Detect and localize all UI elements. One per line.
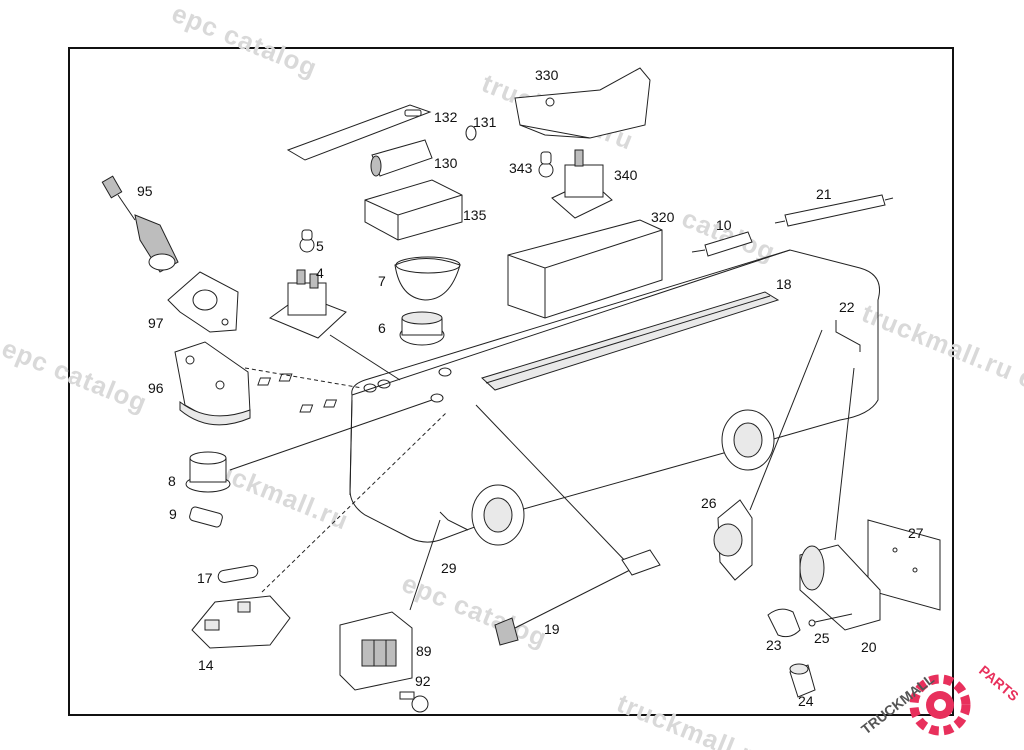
part-89-relay (339, 611, 413, 691)
diagram-frame (68, 47, 954, 716)
logo-text-left: TRUCKMALL (858, 670, 937, 737)
part-22-clip (835, 320, 861, 352)
part-132-strip (286, 104, 432, 161)
part-330-bracket (514, 67, 651, 139)
part-135-box (364, 179, 463, 241)
label-27: 27 (908, 525, 924, 541)
label-6: 6 (378, 320, 386, 336)
part-97-bracket (167, 271, 239, 333)
label-21: 21 (816, 186, 832, 202)
part-131-ring (465, 125, 477, 141)
part-21-tube (774, 194, 894, 227)
truckmall-parts-logo: TRUCKMALL PARTS (858, 662, 1022, 737)
part-340-switch (551, 149, 613, 219)
logo-text-right: PARTS (976, 662, 1022, 704)
label-130: 130 (434, 155, 458, 171)
part-96-bracket (174, 341, 251, 426)
part-92-screw (399, 691, 429, 713)
part-26-flange (713, 499, 753, 581)
part-9-bulb (189, 506, 223, 528)
label-330: 330 (535, 67, 559, 83)
label-25: 25 (814, 630, 830, 646)
part-8-lamp (185, 451, 231, 493)
part-27-plate (867, 519, 941, 611)
label-4: 4 (316, 265, 324, 281)
part-343-bulb (538, 151, 554, 178)
part-10-rod (691, 231, 753, 257)
label-24: 24 (798, 693, 814, 709)
watermark-text: truckmall.ru (613, 688, 773, 750)
part-19-cable (494, 549, 661, 646)
part-6-base (399, 311, 445, 346)
label-340: 340 (614, 167, 638, 183)
bus-body (257, 249, 880, 546)
label-343: 343 (509, 160, 533, 176)
label-131: 131 (473, 114, 497, 130)
label-7: 7 (378, 273, 386, 289)
part-29-wire (439, 511, 469, 531)
label-8: 8 (168, 473, 176, 489)
watermark-text: truckmall.ru e (858, 298, 1024, 395)
label-5: 5 (316, 238, 324, 254)
label-10: 10 (716, 217, 732, 233)
label-18: 18 (776, 276, 792, 292)
label-9: 9 (169, 506, 177, 522)
label-92: 92 (415, 673, 431, 689)
leader-lines (229, 329, 855, 611)
part-23-bulb (767, 608, 801, 638)
part-320-box (507, 219, 663, 319)
label-29: 29 (441, 560, 457, 576)
label-23: 23 (766, 637, 782, 653)
watermark-text: epc catalog (398, 568, 552, 654)
label-135: 135 (463, 207, 487, 223)
label-95: 95 (137, 183, 153, 199)
label-132: 132 (434, 109, 458, 125)
label-89: 89 (416, 643, 432, 659)
part-20-housing (799, 544, 881, 631)
label-17: 17 (197, 570, 213, 586)
part-24-cylinder (789, 663, 816, 698)
part-5-bulb (299, 229, 315, 253)
label-19: 19 (544, 621, 560, 637)
watermark-text: epc catalog (0, 333, 152, 419)
part-95-switch (101, 175, 179, 273)
part-130-cylinder (370, 139, 433, 177)
part-labels: 95 97 96 8 9 17 14 5 4 7 6 132 131 130 1… (137, 67, 924, 709)
label-22: 22 (839, 299, 855, 315)
label-14: 14 (198, 657, 214, 673)
watermark-text: epc catalog (168, 0, 322, 83)
part-14-housing (191, 595, 291, 649)
label-97: 97 (148, 315, 164, 331)
label-20: 20 (861, 639, 877, 655)
gear-icon (909, 674, 971, 736)
label-26: 26 (701, 495, 717, 511)
part-25-screw (808, 613, 853, 627)
part-7-dome (394, 256, 461, 301)
part-4-switch (268, 269, 347, 339)
label-320: 320 (651, 209, 675, 225)
part-17-lens (217, 565, 259, 583)
label-96: 96 (148, 380, 164, 396)
